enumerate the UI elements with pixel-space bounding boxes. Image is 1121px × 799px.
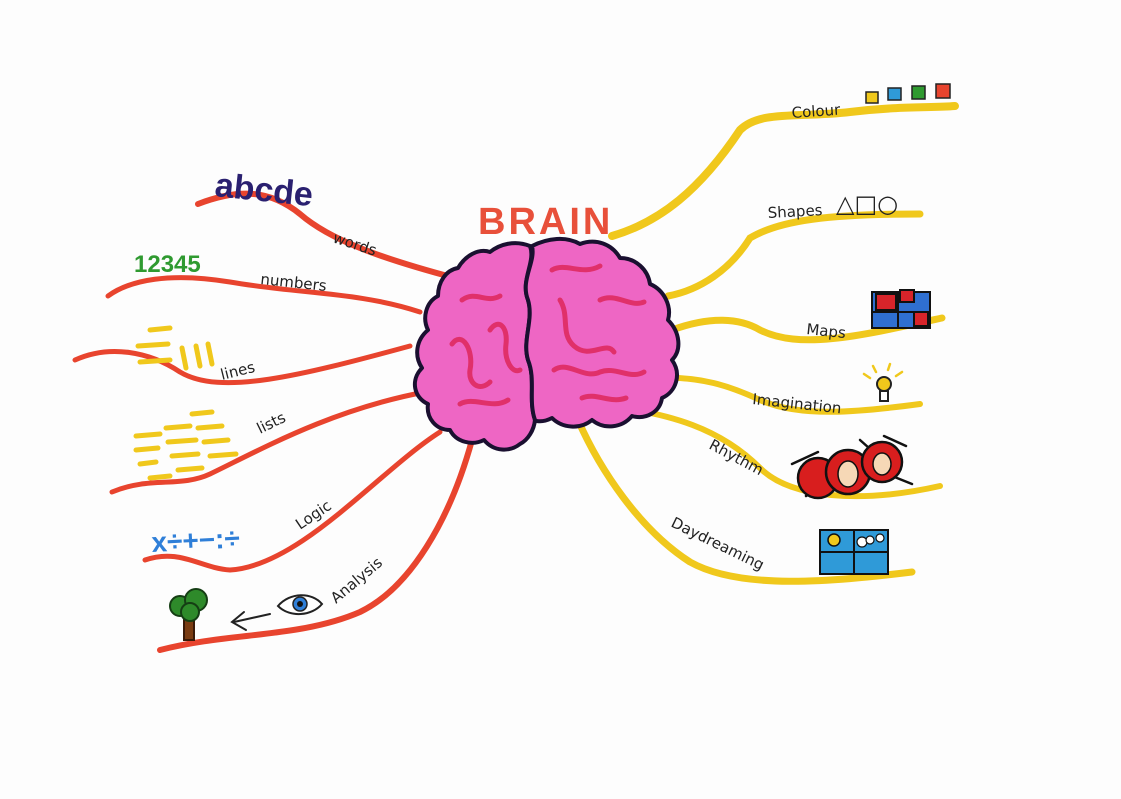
- tree-icon: [169, 588, 208, 641]
- branch-numbers: [105, 275, 423, 315]
- eye-arrow-tree-icon: [169, 588, 324, 641]
- label-rhythm: Rhythm: [706, 436, 766, 480]
- brain-title: BRAIN: [478, 201, 613, 243]
- map-icon: [871, 289, 931, 329]
- doodle-shapes: △□○: [836, 190, 898, 218]
- line-marks-icon: [135, 325, 215, 371]
- label-daydreaming: Daydreaming: [668, 513, 767, 574]
- branch-shapes: [664, 210, 924, 300]
- list-marks-icon: [133, 409, 239, 481]
- label-shapes: Shapes: [767, 201, 823, 222]
- branch-logic: [142, 429, 443, 573]
- branch-rhythm: [607, 403, 943, 500]
- label-colour: Colour: [791, 101, 842, 122]
- brain: [412, 237, 681, 452]
- label-numbers: numbers: [260, 270, 328, 295]
- window-icon: [819, 529, 889, 575]
- branch-words: [195, 190, 458, 281]
- brain-veins: [449, 263, 647, 407]
- right-branches: [574, 102, 959, 585]
- label-maps: Maps: [806, 320, 847, 342]
- label-logic: Logic: [292, 496, 335, 533]
- branch-colour: [608, 102, 959, 240]
- branch-maps: [668, 314, 946, 344]
- eye-icon: [276, 594, 324, 615]
- doodle-abcde: abcde: [213, 166, 315, 214]
- brain-right-hemisphere: [523, 237, 681, 429]
- label-imagination: Imagination: [752, 390, 843, 417]
- branch-analysis: [157, 437, 475, 653]
- drums-icon: [790, 434, 914, 500]
- arrow-left-icon: [230, 611, 271, 631]
- branch-lines: [72, 343, 413, 386]
- left-branches: [72, 190, 475, 653]
- lightbulb-icon: [862, 362, 904, 402]
- colour-squares-icon: [865, 83, 951, 104]
- doodle-12345: 12345: [134, 251, 201, 278]
- label-words: words: [331, 229, 379, 260]
- branch-imagination: [655, 374, 923, 415]
- branch-lists: [109, 389, 428, 495]
- doodle-logic-symbols: x÷+−:÷: [151, 522, 241, 558]
- label-lists: lists: [254, 408, 289, 437]
- branch-daydreaming: [574, 416, 916, 585]
